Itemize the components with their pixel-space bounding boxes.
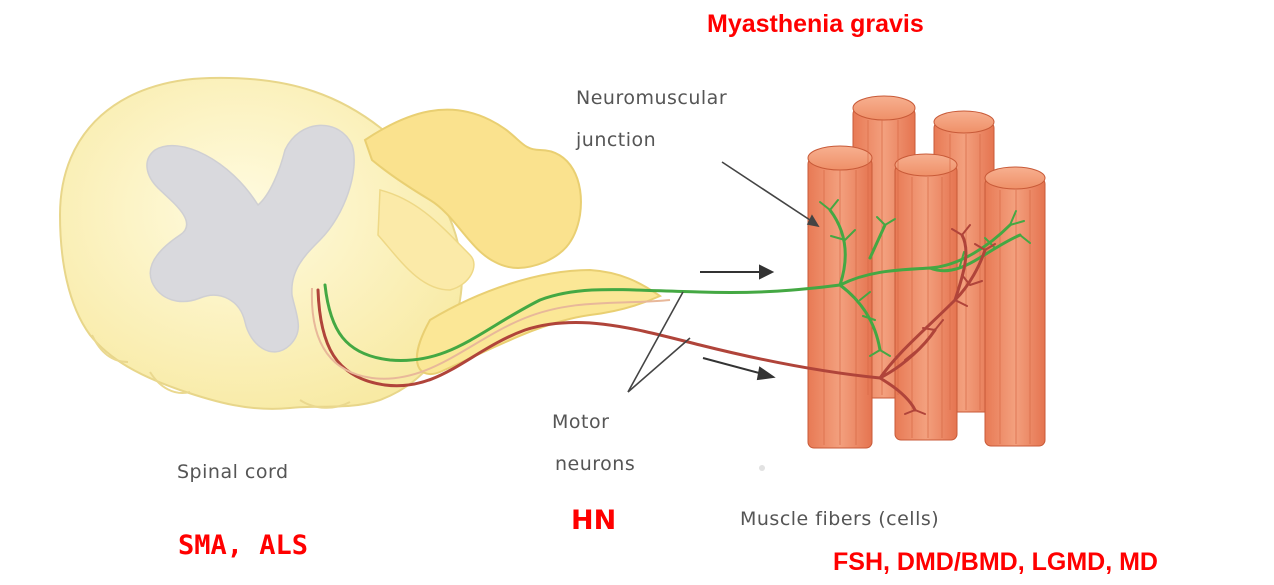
motor-neurons-label-line2: neurons [555,452,635,476]
arrow-lower [703,358,763,374]
muscle-fiber [985,167,1045,446]
sma-als-annotation: SMA, ALS [178,530,308,561]
arrowhead-lower [758,368,773,379]
neuromuscular-junction-label-line2: junction [576,128,656,152]
hn-annotation: HN [571,505,616,536]
leader-lines [628,162,818,392]
direction-arrows [700,266,773,379]
motor-leader-1 [628,292,683,392]
motor-leader-2 [628,338,690,392]
nmj-leader [722,162,813,222]
spinal-cord-label: Spinal cord [177,460,289,484]
neuromuscular-junction-label: Neuromuscular [576,86,727,110]
muscle-fibers-label: Muscle fibers (cells) [740,507,939,531]
myasthenia-gravis-annotation: Myasthenia gravis [707,10,924,39]
speck [759,465,765,471]
muscular-dystrophies-annotation: FSH, DMD/BMD, LGMD, MD [833,548,1158,577]
motor-neurons-label: Motor [552,410,609,434]
arrowhead-upper [760,266,772,278]
